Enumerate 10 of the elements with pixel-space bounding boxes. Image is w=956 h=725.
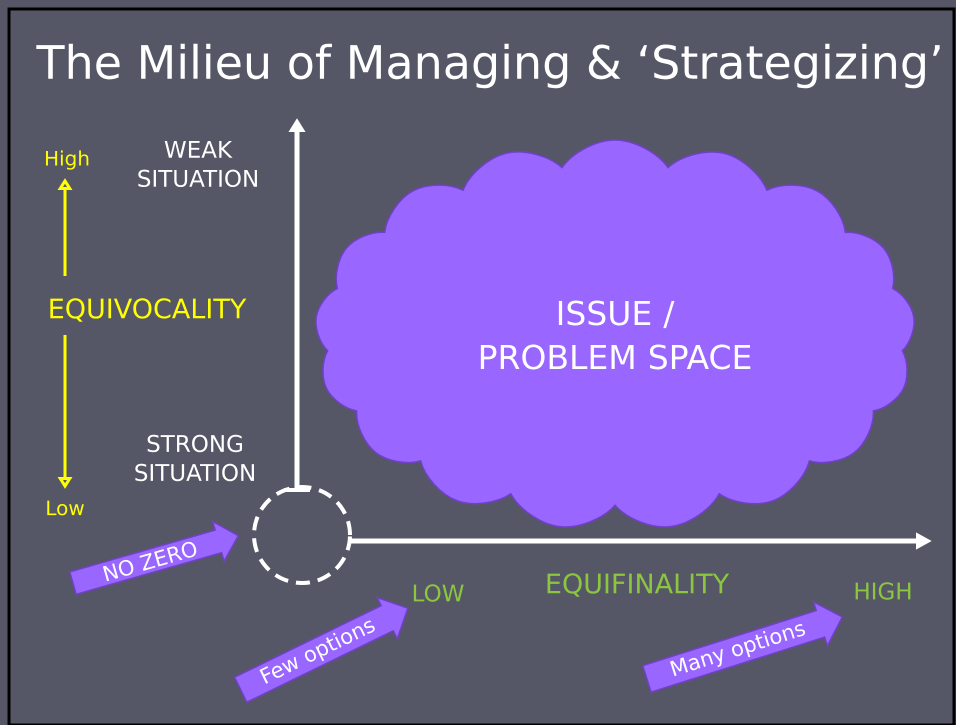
axis-end-label: STRONG SITUATION — [135, 434, 254, 482]
dashed-circle — [252, 485, 352, 585]
scale-label: LOW — [414, 584, 464, 602]
axis-title: EQUIVOCALITY — [50, 298, 246, 322]
scale-label: High — [46, 150, 88, 170]
scale-label: HIGH — [856, 582, 910, 600]
scale-label: Low — [47, 500, 84, 516]
slide-title: The Milieu of Managing & ‘Strategizing’ — [36, 44, 940, 88]
axis-end-label: WEAK SITUATION — [138, 140, 257, 188]
axis-title: EQUIFINALITY — [548, 573, 730, 597]
